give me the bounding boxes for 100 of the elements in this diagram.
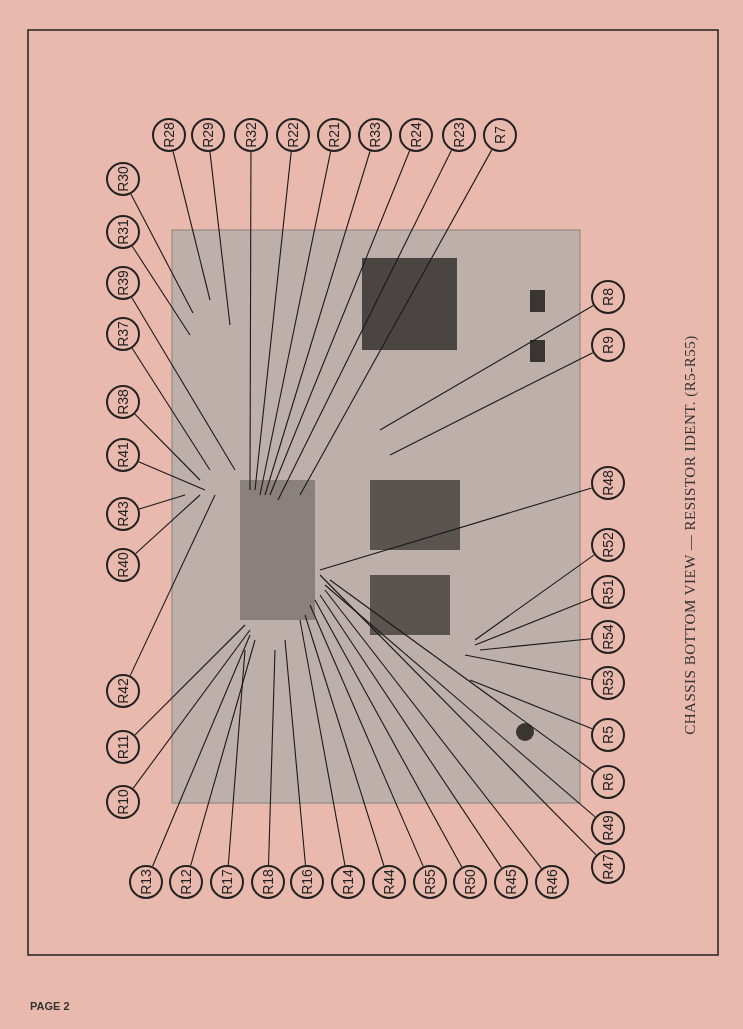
leader-line	[309, 604, 424, 867]
leader-line	[277, 149, 452, 501]
callout-number: R47	[600, 854, 616, 880]
callout-circle	[106, 730, 140, 764]
callout-number: R37	[115, 321, 131, 347]
leader-line	[324, 589, 543, 870]
callout-number: R29	[200, 122, 216, 148]
callout-number: R17	[219, 869, 235, 895]
leader-line	[138, 461, 206, 491]
leader-line	[227, 649, 246, 866]
callout-number: R49	[600, 815, 616, 841]
leader-line	[479, 638, 592, 651]
leader-line	[329, 579, 595, 773]
callout-circle	[106, 162, 140, 196]
callout-circle	[106, 215, 140, 249]
callout-number: R12	[178, 869, 194, 895]
callout-number: R16	[299, 869, 315, 895]
leader-line	[269, 150, 411, 496]
leader-line	[249, 151, 252, 491]
leader-line	[254, 151, 292, 491]
callout-number: R39	[115, 270, 131, 296]
callout-number: R55	[422, 869, 438, 895]
callout-number: R45	[503, 869, 519, 895]
figure-caption: CHASSIS BOTTOM VIEW — RESISTOR IDENT. (R5-R55)	[681, 335, 699, 735]
leader-line	[134, 413, 201, 481]
callout-circle	[106, 317, 140, 351]
leader-line	[135, 494, 201, 555]
leader-line	[379, 305, 594, 431]
callout-circle	[331, 865, 365, 899]
callout-number: R43	[115, 501, 131, 527]
callout-circle	[453, 865, 487, 899]
leader-line	[190, 639, 256, 867]
leader-line	[132, 629, 251, 789]
callout-circle	[372, 865, 406, 899]
callout-circle	[251, 865, 285, 899]
callout-number: R52	[600, 532, 616, 558]
callout-number: R54	[600, 624, 616, 650]
leader-line	[172, 150, 211, 301]
callout-circle	[234, 118, 268, 152]
callout-circle	[535, 865, 569, 899]
callout-circle	[591, 850, 625, 884]
leader-line	[389, 352, 594, 456]
callout-number: R18	[260, 869, 276, 895]
callout-number: R50	[462, 869, 478, 895]
callout-number: R51	[600, 579, 616, 605]
callout-number: R46	[544, 869, 560, 895]
leader-line	[324, 584, 596, 818]
callout-number: R28	[161, 122, 177, 148]
callout-circle	[106, 497, 140, 531]
leader-line	[134, 624, 246, 736]
leader-line	[284, 639, 306, 866]
leader-line	[314, 599, 463, 868]
leader-line	[130, 193, 194, 314]
leader-line	[259, 151, 332, 496]
leader-line	[319, 594, 503, 869]
leader-line	[131, 297, 236, 471]
leader-line	[129, 494, 216, 677]
callout-circle	[290, 865, 324, 899]
callout-number: R32	[243, 122, 259, 148]
callout-circle	[591, 528, 625, 562]
leader-line	[267, 649, 276, 866]
callout-circle	[106, 438, 140, 472]
callout-number: R44	[381, 869, 397, 895]
callout-number: R11	[115, 734, 131, 760]
callout-circle	[358, 118, 392, 152]
leader-line	[131, 245, 191, 336]
leader-line	[209, 151, 231, 326]
callout-circle	[591, 718, 625, 752]
leader-line	[319, 487, 593, 571]
callout-circle	[591, 575, 625, 609]
leader-line	[469, 679, 593, 730]
leader-line	[464, 654, 592, 681]
leader-line	[299, 149, 493, 496]
callout-circle	[591, 280, 625, 314]
callout-circle	[494, 865, 528, 899]
callout-number: R21	[326, 122, 342, 148]
callout-circle	[317, 118, 351, 152]
callout-number: R24	[408, 122, 424, 148]
callout-number: R22	[285, 122, 301, 148]
callout-circle	[413, 865, 447, 899]
callout-circle	[591, 620, 625, 654]
callout-circle	[591, 666, 625, 700]
callout-circle	[191, 118, 225, 152]
callout-circle	[442, 118, 476, 152]
leader-line	[319, 574, 597, 856]
callout-circle	[152, 118, 186, 152]
callout-circle	[106, 548, 140, 582]
callout-number: R42	[115, 678, 131, 704]
leader-line	[138, 494, 186, 510]
leader-line	[474, 554, 595, 641]
callout-number: R7	[492, 126, 508, 144]
callout-circle	[591, 765, 625, 799]
callout-number: R48	[600, 470, 616, 496]
callout-number: R40	[115, 552, 131, 578]
leader-line	[131, 347, 211, 471]
callout-circle	[591, 328, 625, 362]
callout-number: R6	[600, 773, 616, 791]
callout-circle	[169, 865, 203, 899]
callout-circle	[276, 118, 310, 152]
callout-number: R38	[115, 389, 131, 415]
